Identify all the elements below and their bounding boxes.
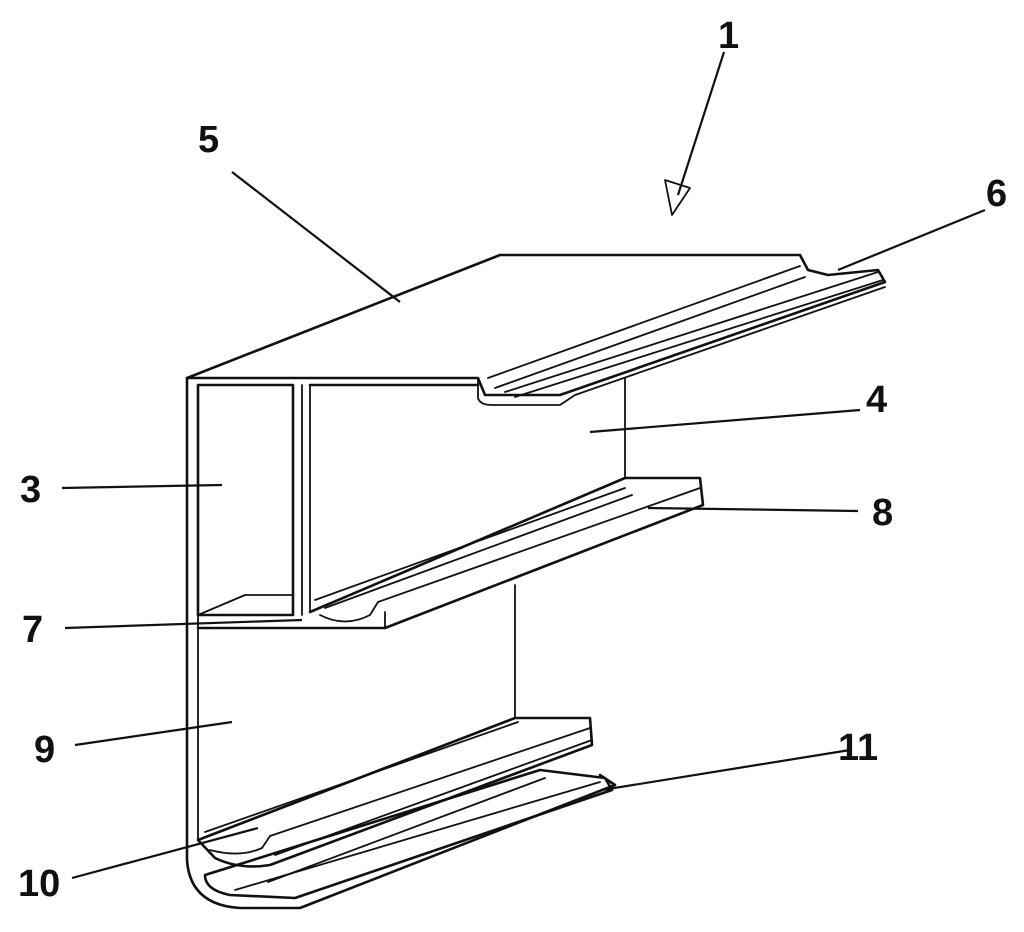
label-7: 7 bbox=[22, 609, 43, 651]
label-9: 9 bbox=[34, 729, 55, 771]
leader-8 bbox=[647, 506, 859, 513]
leader-lines bbox=[61, 171, 986, 880]
arrow-shaft bbox=[676, 51, 726, 196]
middle-shelf bbox=[196, 476, 705, 630]
lower-shelf-groove-1 bbox=[204, 721, 519, 833]
leader-7 bbox=[64, 618, 303, 630]
leader-9 bbox=[74, 720, 233, 747]
leader-5 bbox=[231, 171, 401, 303]
reference-numerals: 1 5 6 4 3 8 7 9 11 10 bbox=[18, 15, 1007, 905]
outer-left-wall bbox=[185, 376, 617, 910]
middle-shelf-groove-2 bbox=[324, 494, 633, 609]
top-rail-lip bbox=[477, 286, 886, 406]
leader-10 bbox=[71, 826, 259, 880]
top-rail-groove-4 bbox=[514, 279, 884, 398]
middle-shelf-groove-3 bbox=[319, 487, 701, 623]
top-rail-groove-1 bbox=[487, 265, 801, 379]
assembly-arrow bbox=[664, 51, 726, 216]
bottom-flange bbox=[203, 768, 614, 900]
label-3: 3 bbox=[20, 469, 41, 511]
top-face bbox=[185, 253, 887, 397]
chamber-3-outline bbox=[196, 383, 295, 617]
label-8: 8 bbox=[872, 492, 893, 534]
lower-shelf-groove-2 bbox=[209, 727, 591, 855]
leader-6 bbox=[837, 208, 986, 272]
top-rail-groove-3 bbox=[504, 271, 879, 393]
leader-11 bbox=[601, 748, 851, 792]
lower-shelf bbox=[196, 716, 594, 868]
leader-4 bbox=[589, 408, 861, 434]
label-5: 5 bbox=[198, 119, 219, 161]
label-1: 1 bbox=[718, 15, 739, 57]
label-4: 4 bbox=[866, 379, 887, 421]
bottom-flange-groove-2 bbox=[267, 777, 546, 883]
middle-shelf-groove-1 bbox=[314, 487, 626, 601]
leader-3 bbox=[61, 483, 223, 490]
frame-profile bbox=[185, 253, 887, 910]
top-rail-groove-2 bbox=[494, 276, 806, 389]
label-11: 11 bbox=[838, 727, 878, 769]
chamber-3-floor bbox=[197, 594, 294, 616]
label-6: 6 bbox=[986, 173, 1007, 215]
label-10: 10 bbox=[18, 863, 60, 905]
arrow-head bbox=[664, 179, 691, 216]
